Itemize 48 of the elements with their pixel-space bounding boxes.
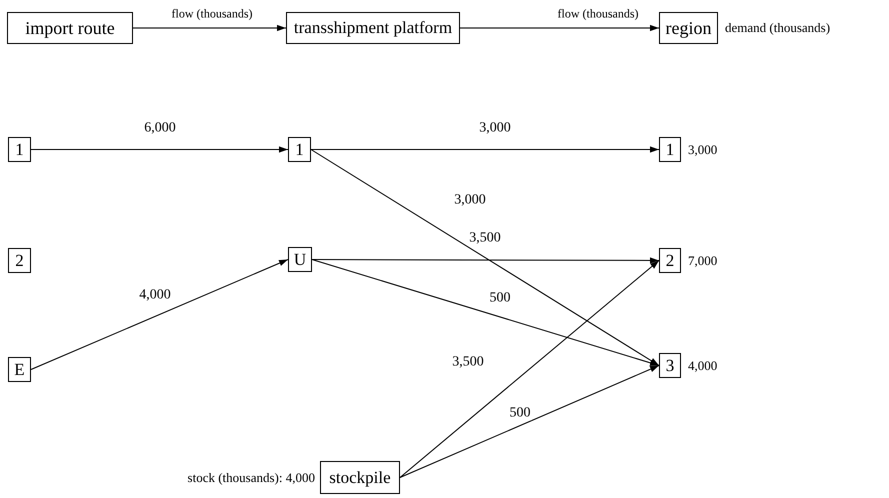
node-box xyxy=(659,137,681,162)
node-label: stockpile xyxy=(329,468,391,488)
node-box xyxy=(8,357,31,382)
arrow xyxy=(132,24,286,32)
arrow xyxy=(30,146,288,153)
node-label: E xyxy=(14,360,25,380)
edge-label: flow (thousands) xyxy=(170,7,254,21)
node-label: 1 xyxy=(15,140,24,160)
node-box xyxy=(8,248,31,273)
edge-label: 3,500 xyxy=(451,354,485,370)
arrow xyxy=(310,146,660,153)
edge-label: 3,000 xyxy=(478,120,512,136)
node-annotation: stock (thousands): 4,000 xyxy=(188,470,315,486)
node-box xyxy=(320,461,400,494)
node-label: 2 xyxy=(15,250,24,270)
node-box xyxy=(659,12,718,44)
arrow xyxy=(310,149,660,366)
node-annotation: 3,000 xyxy=(688,142,718,158)
node-annotation: 4,000 xyxy=(688,358,718,374)
node-box xyxy=(286,12,460,44)
node-label: import route xyxy=(25,18,115,38)
node-label: U xyxy=(294,250,306,270)
edge-label: 500 xyxy=(508,405,532,421)
edge-label: 3,000 xyxy=(453,192,487,208)
arrow xyxy=(312,257,660,264)
edge-label: 3,500 xyxy=(468,230,502,246)
node-label: 1 xyxy=(295,140,304,160)
edge-label: 4,000 xyxy=(138,287,172,303)
edge-label: flow (thousands) xyxy=(556,7,640,21)
node-box xyxy=(288,137,311,162)
arrow xyxy=(460,24,660,32)
arrow xyxy=(312,259,660,366)
node-annotation: demand (thousands) xyxy=(725,20,830,36)
node-label: 3 xyxy=(666,356,674,376)
node-label: 2 xyxy=(666,250,674,270)
node-annotation: 7,000 xyxy=(688,252,718,268)
node-box xyxy=(659,353,681,378)
node-label: 1 xyxy=(666,140,674,160)
node-label: transshipment platform xyxy=(294,18,452,38)
node-box xyxy=(8,137,31,162)
node-box xyxy=(7,12,133,44)
edge-label: 6,000 xyxy=(143,120,177,136)
arrow xyxy=(400,260,660,478)
node-label: region xyxy=(666,18,712,38)
arrow xyxy=(30,259,288,370)
node-box xyxy=(288,247,312,272)
arrow xyxy=(400,365,660,478)
node-box xyxy=(659,248,681,273)
